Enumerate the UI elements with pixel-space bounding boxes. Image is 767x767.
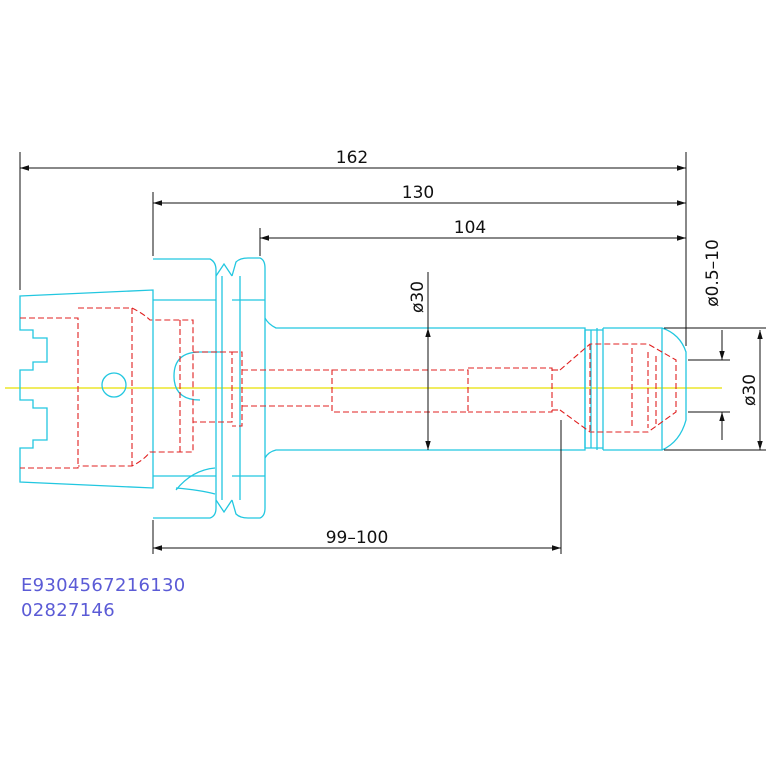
dim-nose-length: 104 [454,218,486,238]
dim-insert-depth: 99–100 [326,528,389,548]
hidden-lines [20,307,677,469]
visible-outline [19,257,687,519]
part-code-line1: E9304567216130 [21,575,186,596]
dimension-lines [19,152,766,554]
dim-shank-length: 130 [402,183,434,203]
dim-nut-diameter: ø30 [740,374,760,406]
part-code-line2: 02827146 [21,600,116,621]
dim-clamp-range: ø0.5–10 [703,239,723,307]
dim-overall-length: 162 [336,148,368,168]
dim-body-diameter: ø30 [408,281,428,313]
